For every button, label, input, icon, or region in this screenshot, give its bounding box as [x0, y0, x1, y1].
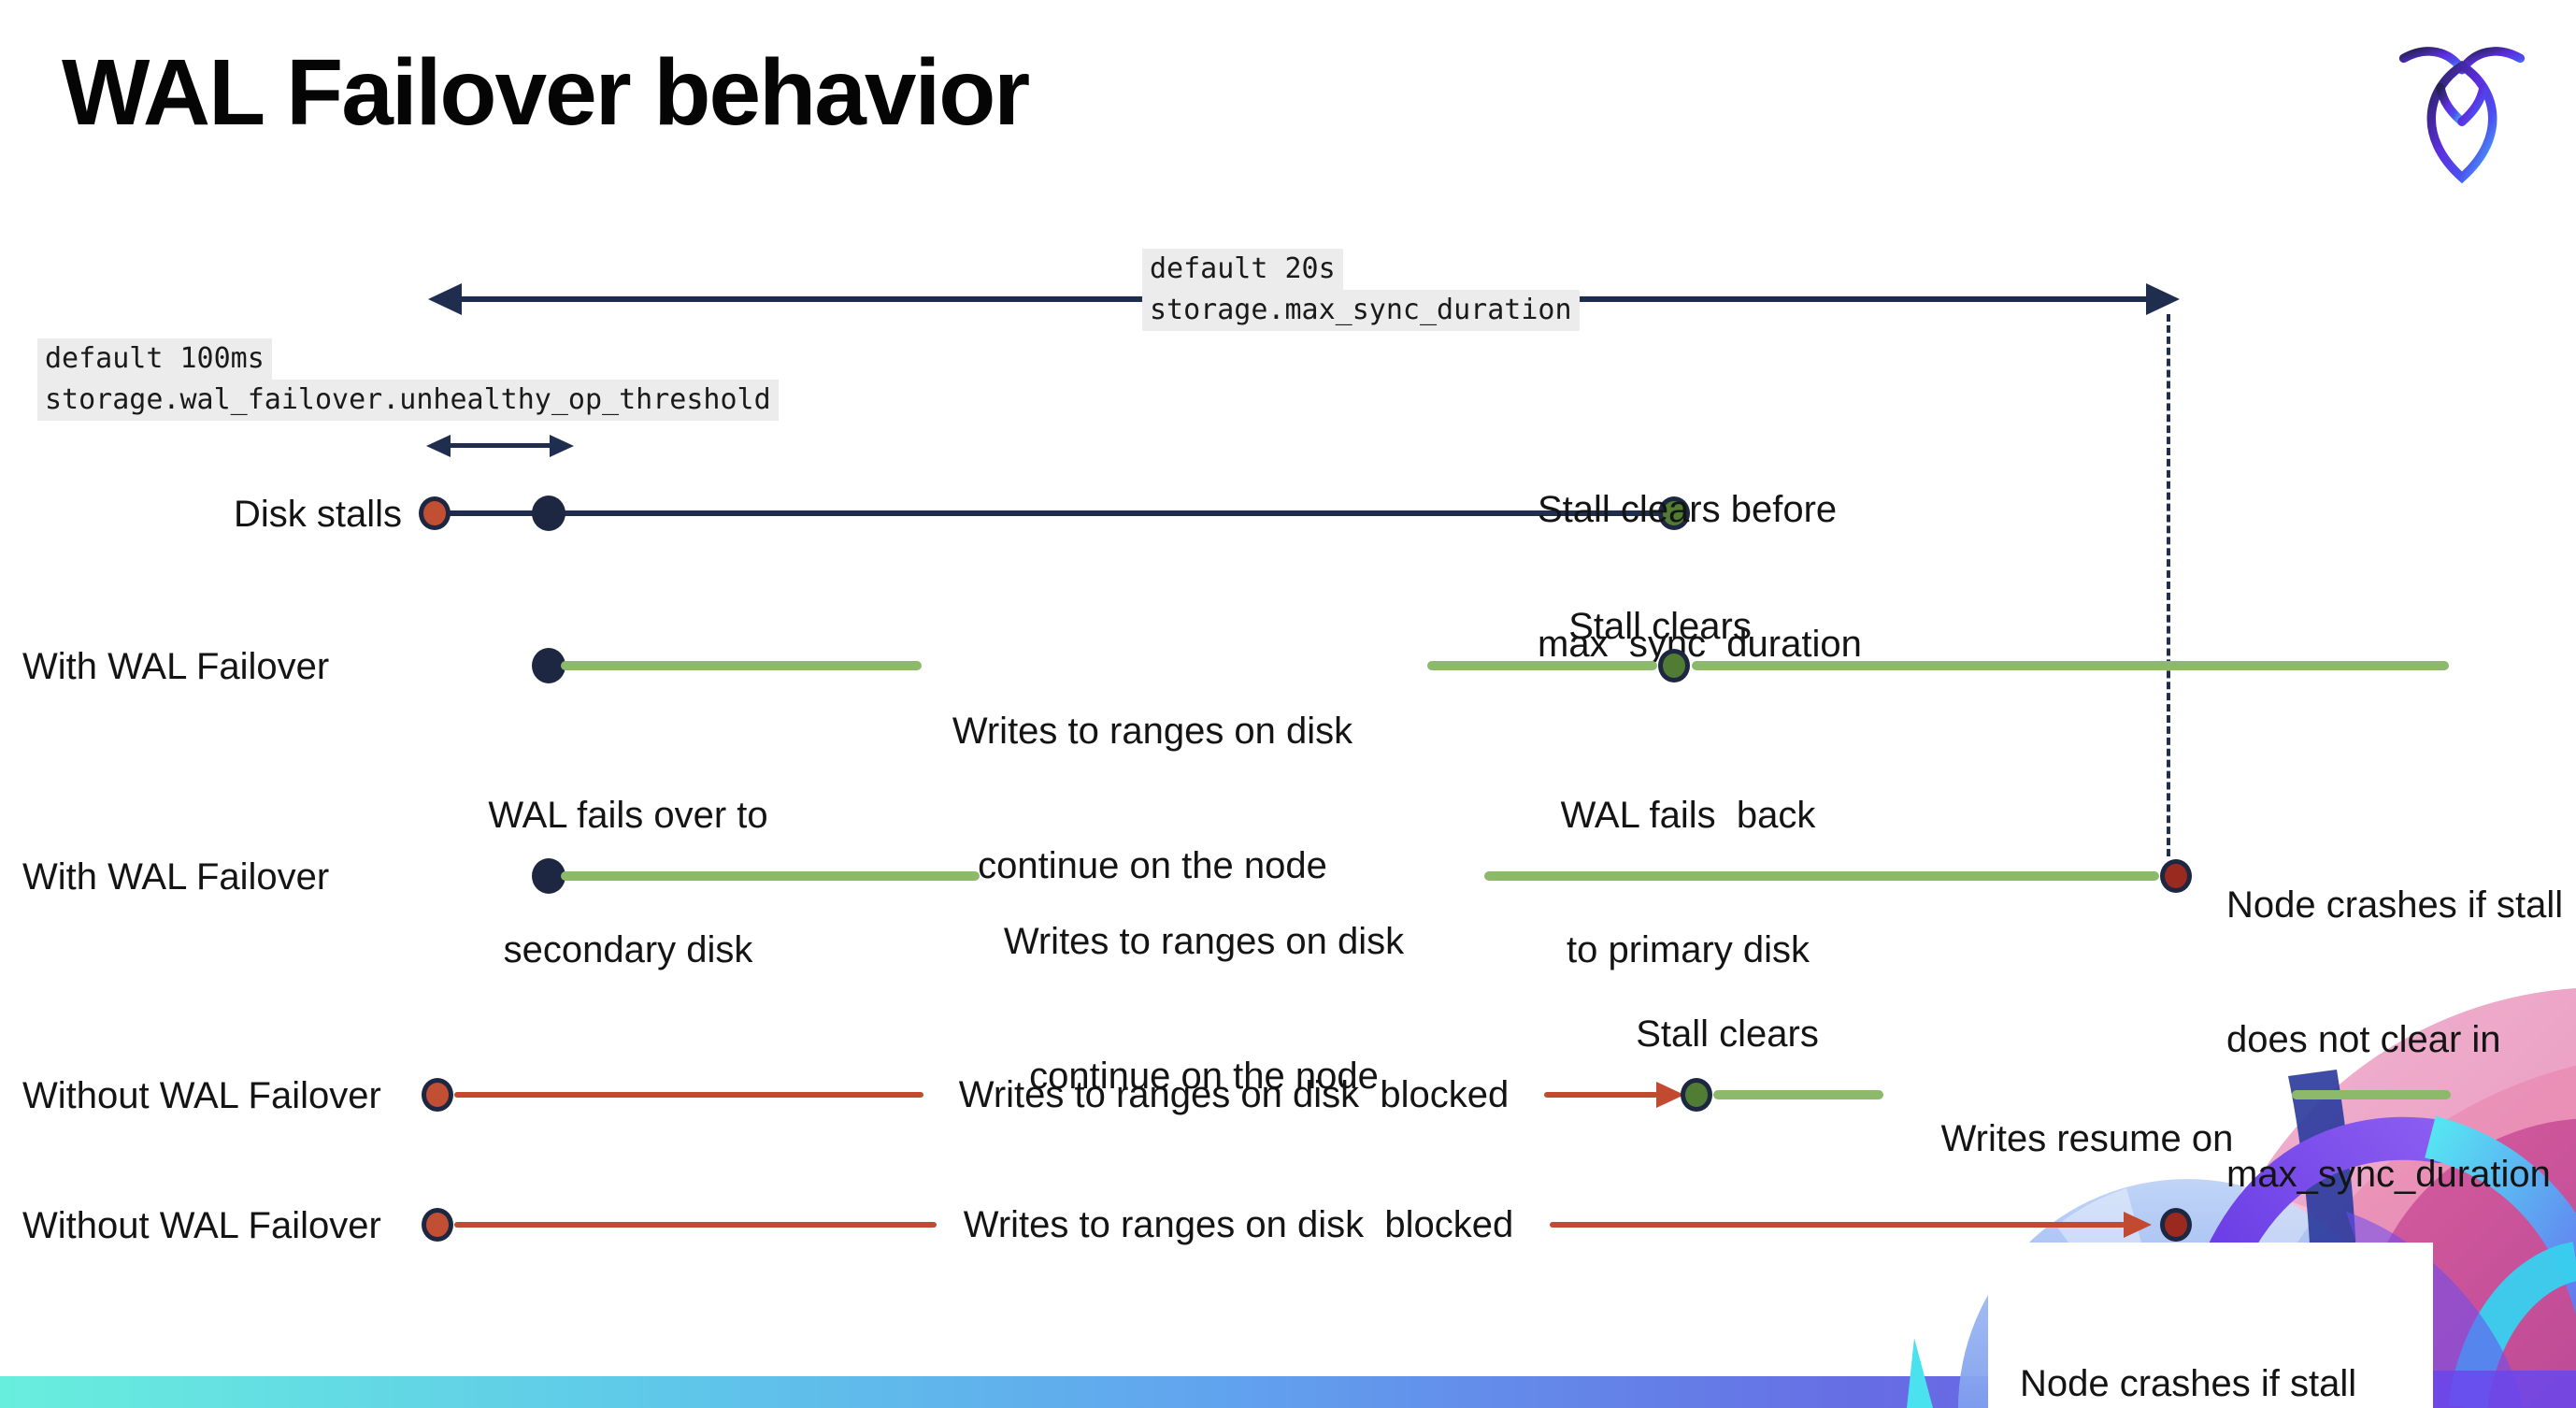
threshold-dot: [532, 496, 565, 531]
node-crash-dot-2: [2160, 1208, 2192, 1242]
writes-resume-line-b: [2292, 1090, 2451, 1099]
stall-clears-dot-3: [1681, 1078, 1712, 1112]
node-crashes-box-text: Node crashes if stall does not clear in …: [2020, 1363, 2357, 1404]
row-label-without-wal-failover-2: Without WAL Failover: [22, 1205, 381, 1246]
writes-continue-line-d: [561, 871, 980, 881]
failover-dot: [532, 648, 565, 683]
max-sync-deadline-dashed-line: [2167, 314, 2170, 856]
stall-clears-before-note: Stall clears before max_sync_duration: [1538, 489, 1862, 665]
row-label-with-wal-failover-1: With WAL Failover: [22, 646, 330, 687]
max-sync-setting-label: storage.max_sync_duration: [1142, 290, 1580, 331]
stall-start-dot-2: [422, 1078, 453, 1112]
writes-blocked-line-a: [454, 1092, 923, 1098]
writes-blocked-line-b: [1544, 1092, 1658, 1098]
stall-clears-dot-2: [1658, 649, 1690, 682]
writes-continue-line-c: [1692, 661, 2449, 670]
cockroachdb-logo-icon: [2398, 47, 2526, 184]
page-title: WAL Failover behavior: [62, 40, 1030, 145]
threshold-default-label: default 100ms: [37, 338, 272, 380]
writes-blocked-note-2: Writes to ranges on disk blocked: [963, 1204, 1514, 1245]
writes-continue-line-e: [1484, 871, 2159, 881]
writes-blocked-line-d: [1550, 1222, 2125, 1228]
writes-blocked-note-1: Writes to ranges on disk blocked: [958, 1074, 1510, 1115]
wal-fails-over-note: WAL fails over to secondary disk: [488, 795, 768, 970]
row-label-without-wal-failover-1: Without WAL Failover: [22, 1075, 381, 1116]
stall-start-dot: [419, 496, 451, 530]
writes-blocked-line-c: [454, 1222, 937, 1228]
writes-continue-line-b: [1427, 661, 1657, 670]
wal-fails-back-note: WAL fails back to primary disk: [1560, 795, 1816, 970]
failover-dot-2: [532, 858, 565, 894]
disk-stalls-timeline: [435, 510, 1674, 516]
stall-clears-note-1: Stall clears: [1568, 606, 1752, 647]
writes-resume-line-a: [1713, 1090, 1883, 1099]
arrowhead-right-icon: [2146, 283, 2180, 315]
node-crashes-note-right: Node crashes if stall does not clear in …: [2226, 884, 2564, 1195]
node-crashes-box: Node crashes if stall does not clear in …: [1988, 1243, 2433, 1408]
stall-clears-dot: [1658, 496, 1690, 530]
row-label-disk-stalls: Disk stalls: [233, 494, 402, 535]
threshold-span-line: [443, 443, 551, 448]
writes-continue-note-1: Writes to ranges on disk continue on the…: [952, 711, 1353, 886]
small-arrowhead-right-icon: [550, 435, 574, 457]
stall-clears-note-2: Stall clears: [1636, 1013, 1819, 1055]
node-crash-dot-1: [2160, 859, 2192, 893]
row-label-with-wal-failover-2: With WAL Failover: [22, 856, 330, 898]
red-arrowhead-icon-2: [2124, 1212, 2152, 1238]
red-arrowhead-icon-1: [1656, 1082, 1684, 1108]
threshold-setting-label: storage.wal_failover.unhealthy_op_thresh…: [37, 380, 779, 421]
max-sync-default-label: default 20s: [1142, 249, 1343, 290]
arrowhead-left-icon: [428, 283, 462, 315]
writes-continue-note-2: Writes to ranges on disk continue on the…: [1003, 921, 1405, 1097]
stall-start-dot-3: [422, 1208, 453, 1242]
small-arrowhead-left-icon: [426, 435, 451, 457]
writes-continue-line-a: [561, 661, 922, 670]
